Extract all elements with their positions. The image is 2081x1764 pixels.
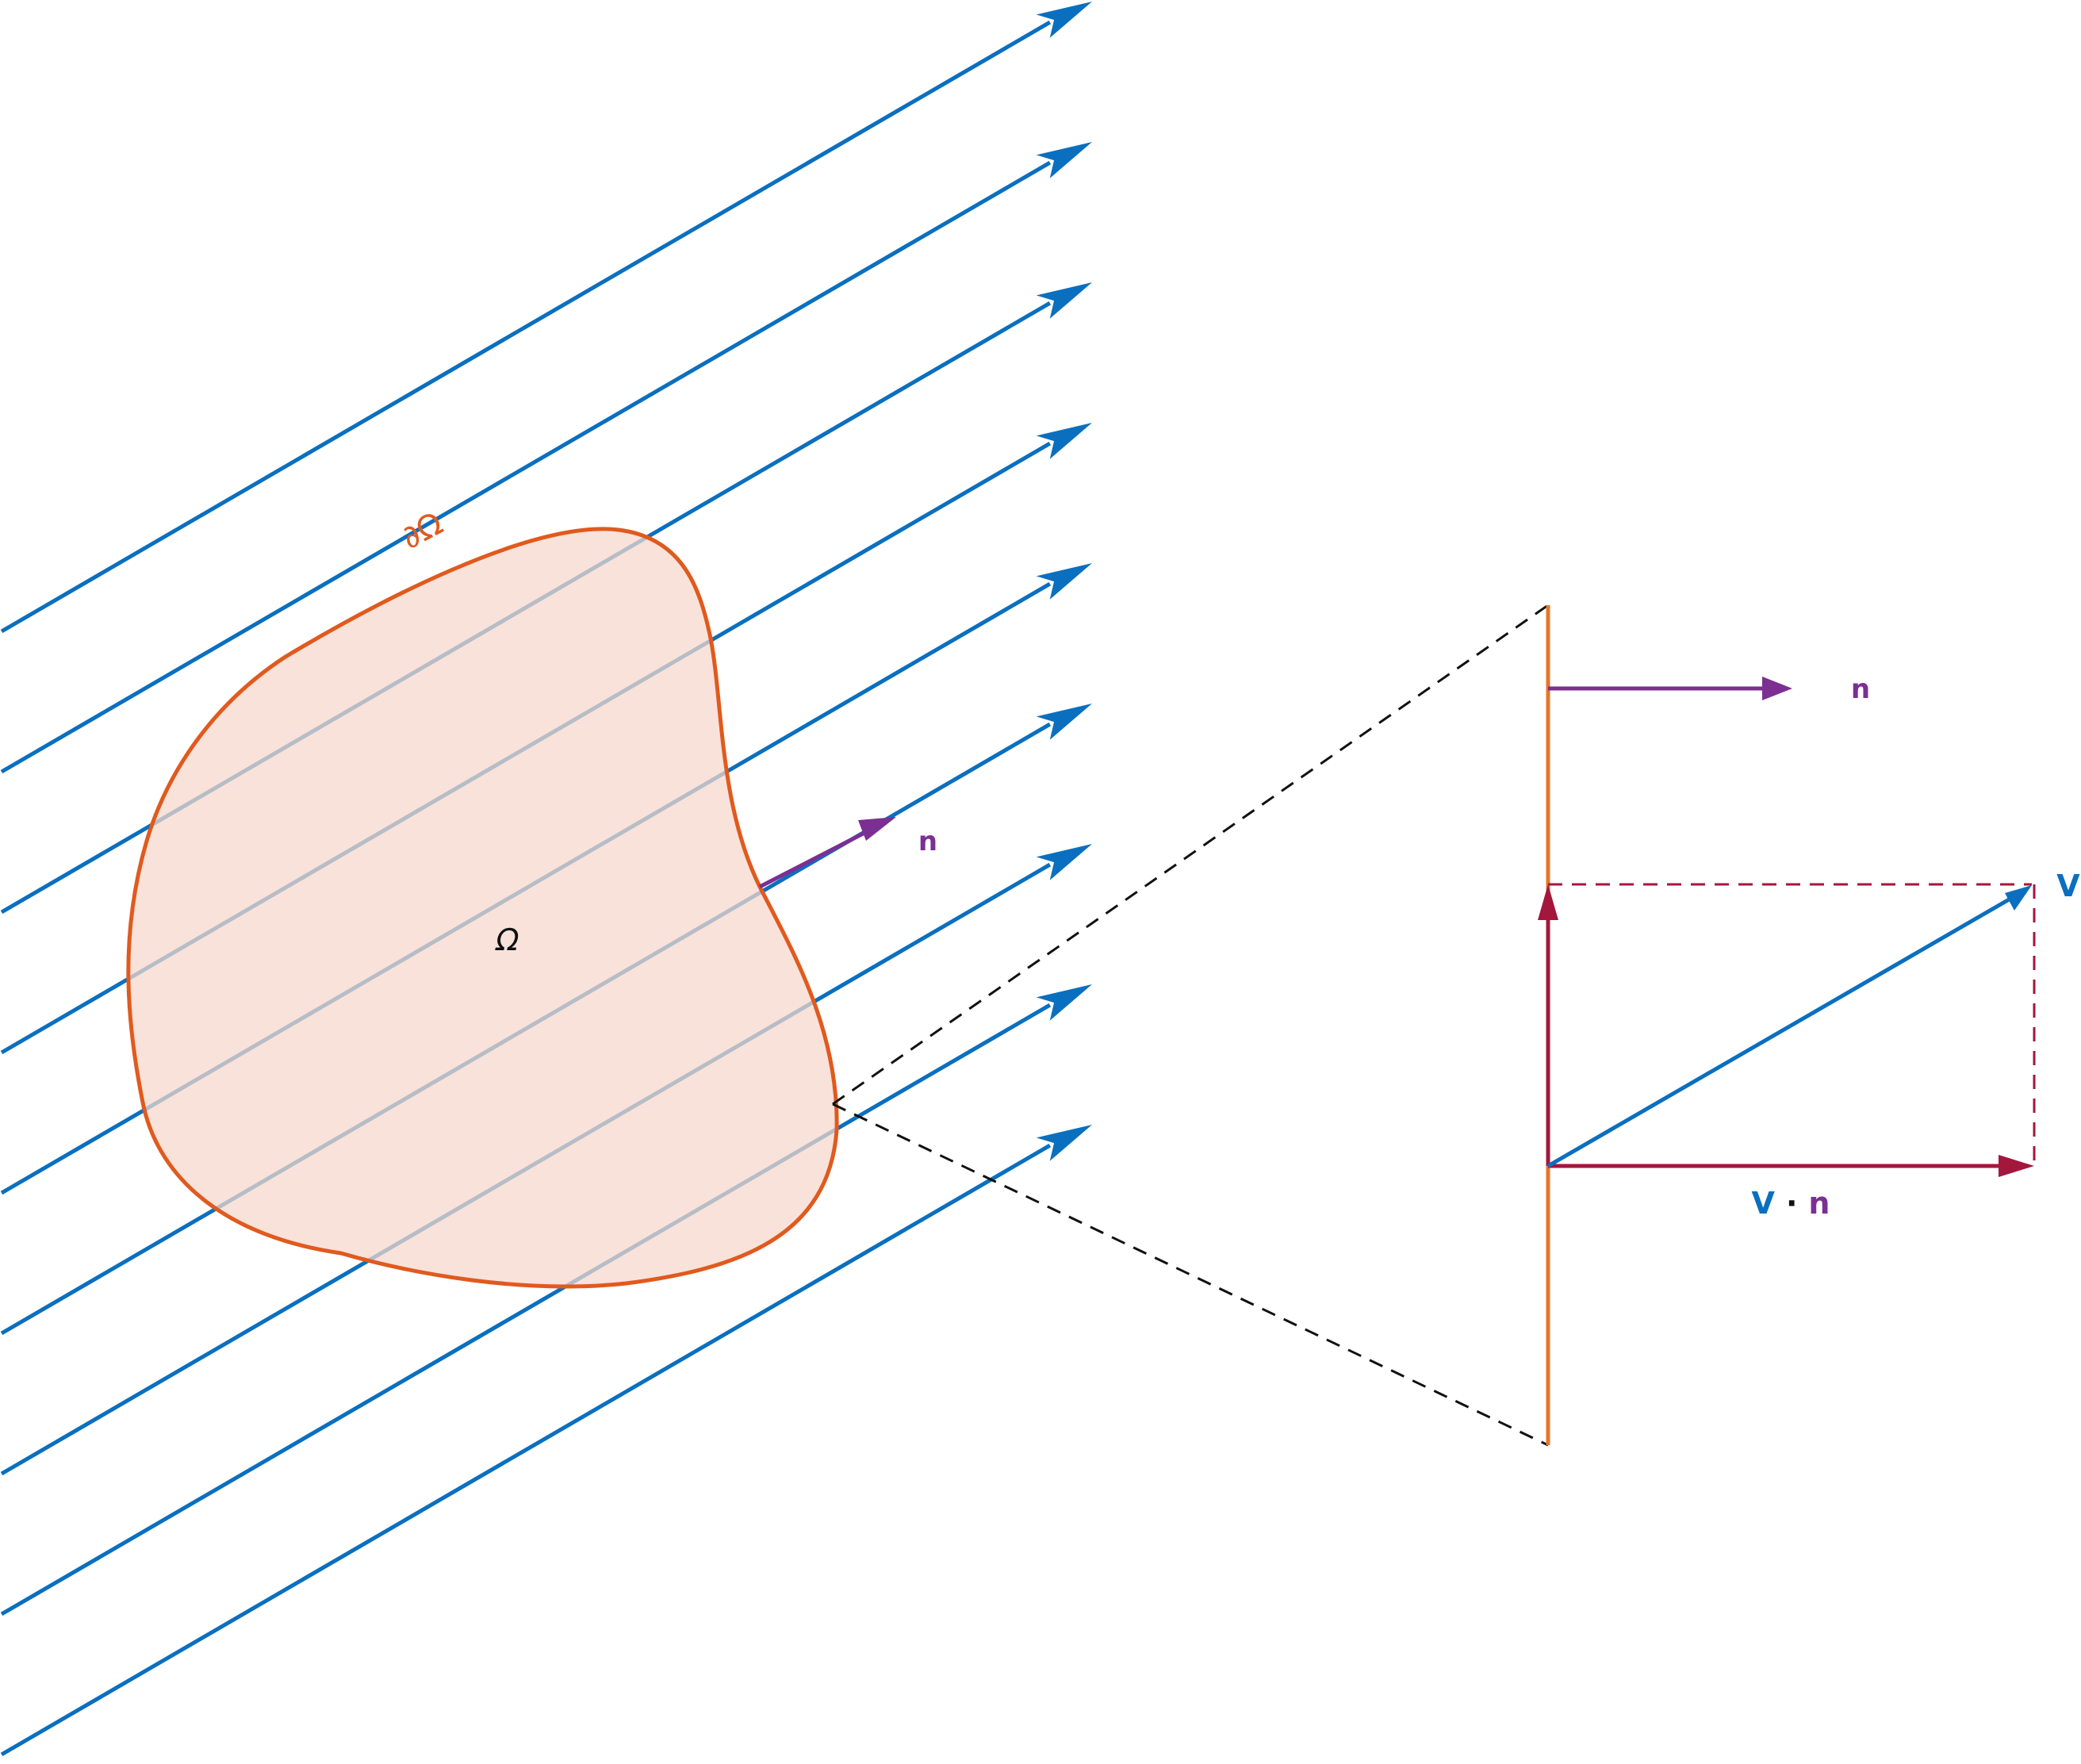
flow-line-inside [128, 581, 837, 1195]
velocity-vector [1546, 885, 2032, 1168]
normal-label: n [918, 826, 937, 857]
flow-line [0, 1003, 1052, 1616]
dot-product-label: V · n [1752, 1186, 1830, 1221]
flow-arrowhead [1036, 563, 1092, 600]
flow-arrowhead [1036, 984, 1092, 1021]
dot-product-operator: · [1786, 1186, 1797, 1221]
flow-arrowhead [1036, 282, 1092, 319]
velocity-label: V [2056, 869, 2080, 903]
boundary-label: ∂Ω [396, 505, 449, 557]
flow-line-inside [128, 862, 837, 1287]
zoom-normal-label: n [1851, 673, 1870, 705]
flow-arrowhead [1036, 704, 1092, 740]
flow-arrowhead [1036, 423, 1092, 459]
normal-component-vector [1548, 1155, 2034, 1177]
zoom-normal-vector [1548, 677, 1792, 700]
flow-line [0, 1143, 1052, 1757]
flow-arrowhead [1036, 1125, 1092, 1161]
flow-line-inside [128, 528, 837, 1055]
region-fill [128, 528, 837, 1287]
boundary-normal-vector [758, 817, 896, 889]
region-boundary [126, 527, 839, 1289]
tangential-component-vector [1538, 884, 1558, 1166]
flow-arrowhead [1036, 142, 1092, 178]
component-projection-lines [1548, 883, 2036, 1166]
zoom-guide-lines [832, 604, 1549, 1447]
flow-line [0, 160, 1052, 774]
dot-product-n: n [1808, 1186, 1830, 1221]
flow-line-inside [128, 528, 837, 915]
region-label: Ω [494, 922, 519, 957]
flow-arrowhead [1036, 2, 1092, 38]
flow-line [0, 20, 1052, 634]
dot-product-v: V [1752, 1186, 1776, 1221]
flow-arrowhead [1036, 844, 1092, 880]
